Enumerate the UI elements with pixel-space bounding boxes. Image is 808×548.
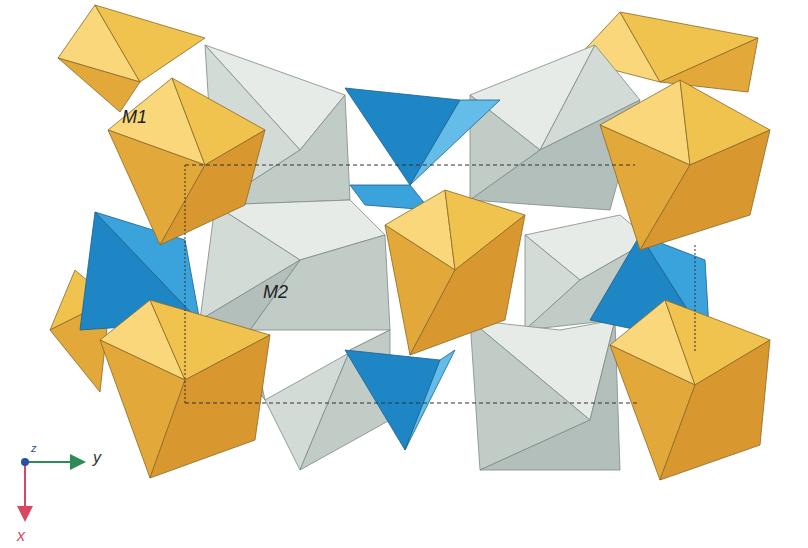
axis-label: z xyxy=(31,443,37,454)
axis-label: x xyxy=(17,528,25,544)
axis-label: y xyxy=(93,450,101,466)
m1-octahedron xyxy=(100,78,770,480)
site-label: M1 xyxy=(122,108,147,126)
m1-octahedron xyxy=(50,5,758,392)
m2-octahedron xyxy=(205,45,640,210)
axis-triad xyxy=(21,458,82,518)
unit-cell xyxy=(185,165,695,403)
site-label: M2 xyxy=(263,283,288,301)
tetrahedron xyxy=(345,88,500,210)
